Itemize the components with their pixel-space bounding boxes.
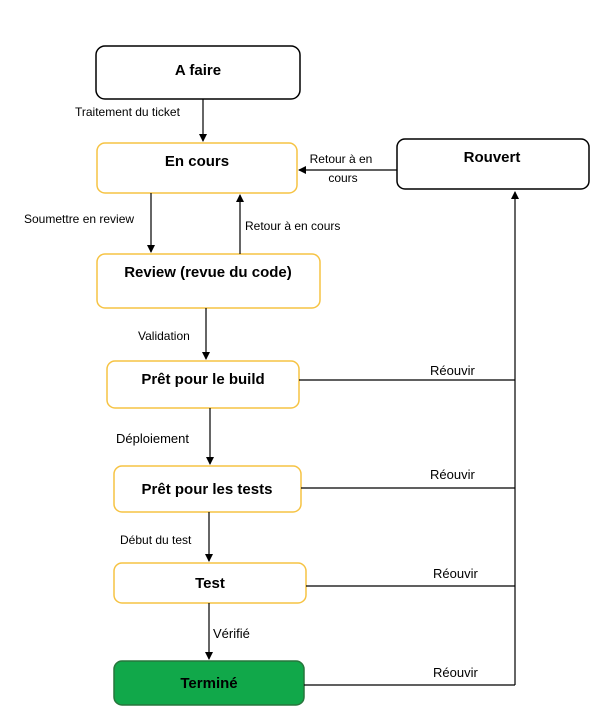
edge-label-reouvrir-build: Réouvir [430,363,475,378]
node-en-cours-label: En cours [165,153,229,170]
node-test-label: Test [195,575,225,592]
edge-label-retour-en-cours-line1: Retour à en [310,152,373,166]
node-pret-tests-label: Prêt pour les tests [142,481,273,498]
edge-label-deploiement: Déploiement [116,431,189,446]
edge-label-verifie: Vérifié [213,626,250,641]
node-en-cours-box [96,142,298,194]
edge-label-reouvrir-test: Réouvir [433,566,478,581]
node-a-faire-label: A faire [175,62,221,79]
node-pret-tests-box [113,465,302,513]
node-en-cours: En cours [96,142,298,194]
node-a-faire-box [95,45,301,100]
edge-label-soumettre: Soumettre en review [24,212,134,226]
node-review: Review (revue du code) [96,253,321,309]
node-termine: Terminé [113,660,305,706]
node-review-label: Review (revue du code) [124,264,292,281]
node-pret-build-label: Prêt pour le build [141,371,264,388]
edge-label-retour-a-en-cours: Retour à en cours [245,219,340,233]
node-rouvert: Rouvert [396,138,590,190]
node-pret-tests: Prêt pour les tests [113,465,302,513]
node-review-box [96,253,321,309]
node-a-faire: A faire [95,45,301,100]
node-pret-build-box [106,360,300,409]
node-rouvert-label: Rouvert [464,149,521,166]
node-pret-build: Prêt pour le build [106,360,300,409]
node-test-box [113,562,307,604]
edge-label-validation: Validation [138,329,190,343]
node-test: Test [113,562,307,604]
edge-label-reouvrir-termine: Réouvir [433,665,478,680]
edge-label-reouvrir-tests: Réouvir [430,467,475,482]
node-termine-box [113,660,305,706]
edge-label-retour-en-cours-line2: cours [328,171,357,185]
node-termine-label: Terminé [180,675,237,692]
edge-label-debut-test: Début du test [120,533,192,547]
edge-label-traitement: Traitement du ticket [75,105,181,119]
node-rouvert-box [396,138,590,190]
